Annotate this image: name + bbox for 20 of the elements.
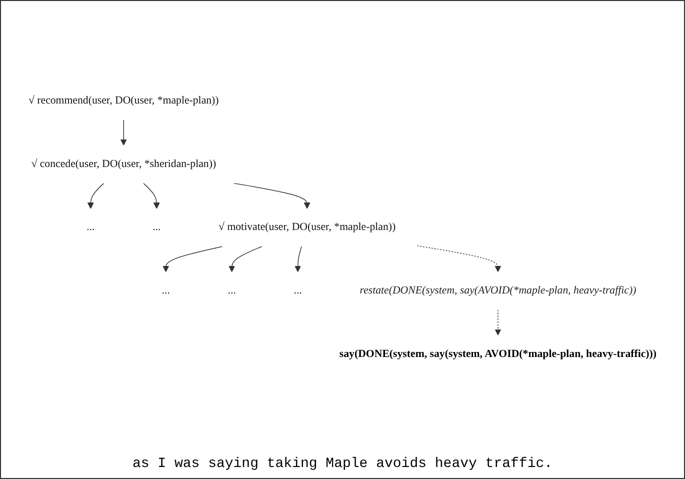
node-text: √ recommend(user, DO(user, *maple-plan)) <box>28 94 219 107</box>
node-text: say(DONE(system, say(system, AVOID(*maple-plan, heavy-traffic))) <box>339 348 657 360</box>
node-text: ... <box>162 284 170 296</box>
node-text: ... <box>228 284 236 296</box>
arrow <box>143 182 160 209</box>
arrow <box>162 246 223 272</box>
arrow <box>228 246 262 272</box>
arrow <box>416 245 502 272</box>
node-text: ... <box>152 222 161 234</box>
node-text: restate(DONE(system, say(AVOID(*maple-plan, heavy-traffic)) <box>360 284 636 296</box>
utterance-text: as I was saying taking Maple avoids heavy traffic. <box>132 455 553 474</box>
node-text: ... <box>294 284 302 296</box>
arrow <box>87 182 104 209</box>
node-text: ... <box>86 222 95 234</box>
arrow <box>494 309 502 336</box>
arrow <box>294 246 302 272</box>
node-text: √ concede(user, DO(user, *sheridan-plan)) <box>31 158 216 170</box>
arrow <box>120 120 127 146</box>
node-text: √ motivate(user, DO(user, *maple-plan)) <box>218 222 396 234</box>
arrow <box>233 182 310 209</box>
